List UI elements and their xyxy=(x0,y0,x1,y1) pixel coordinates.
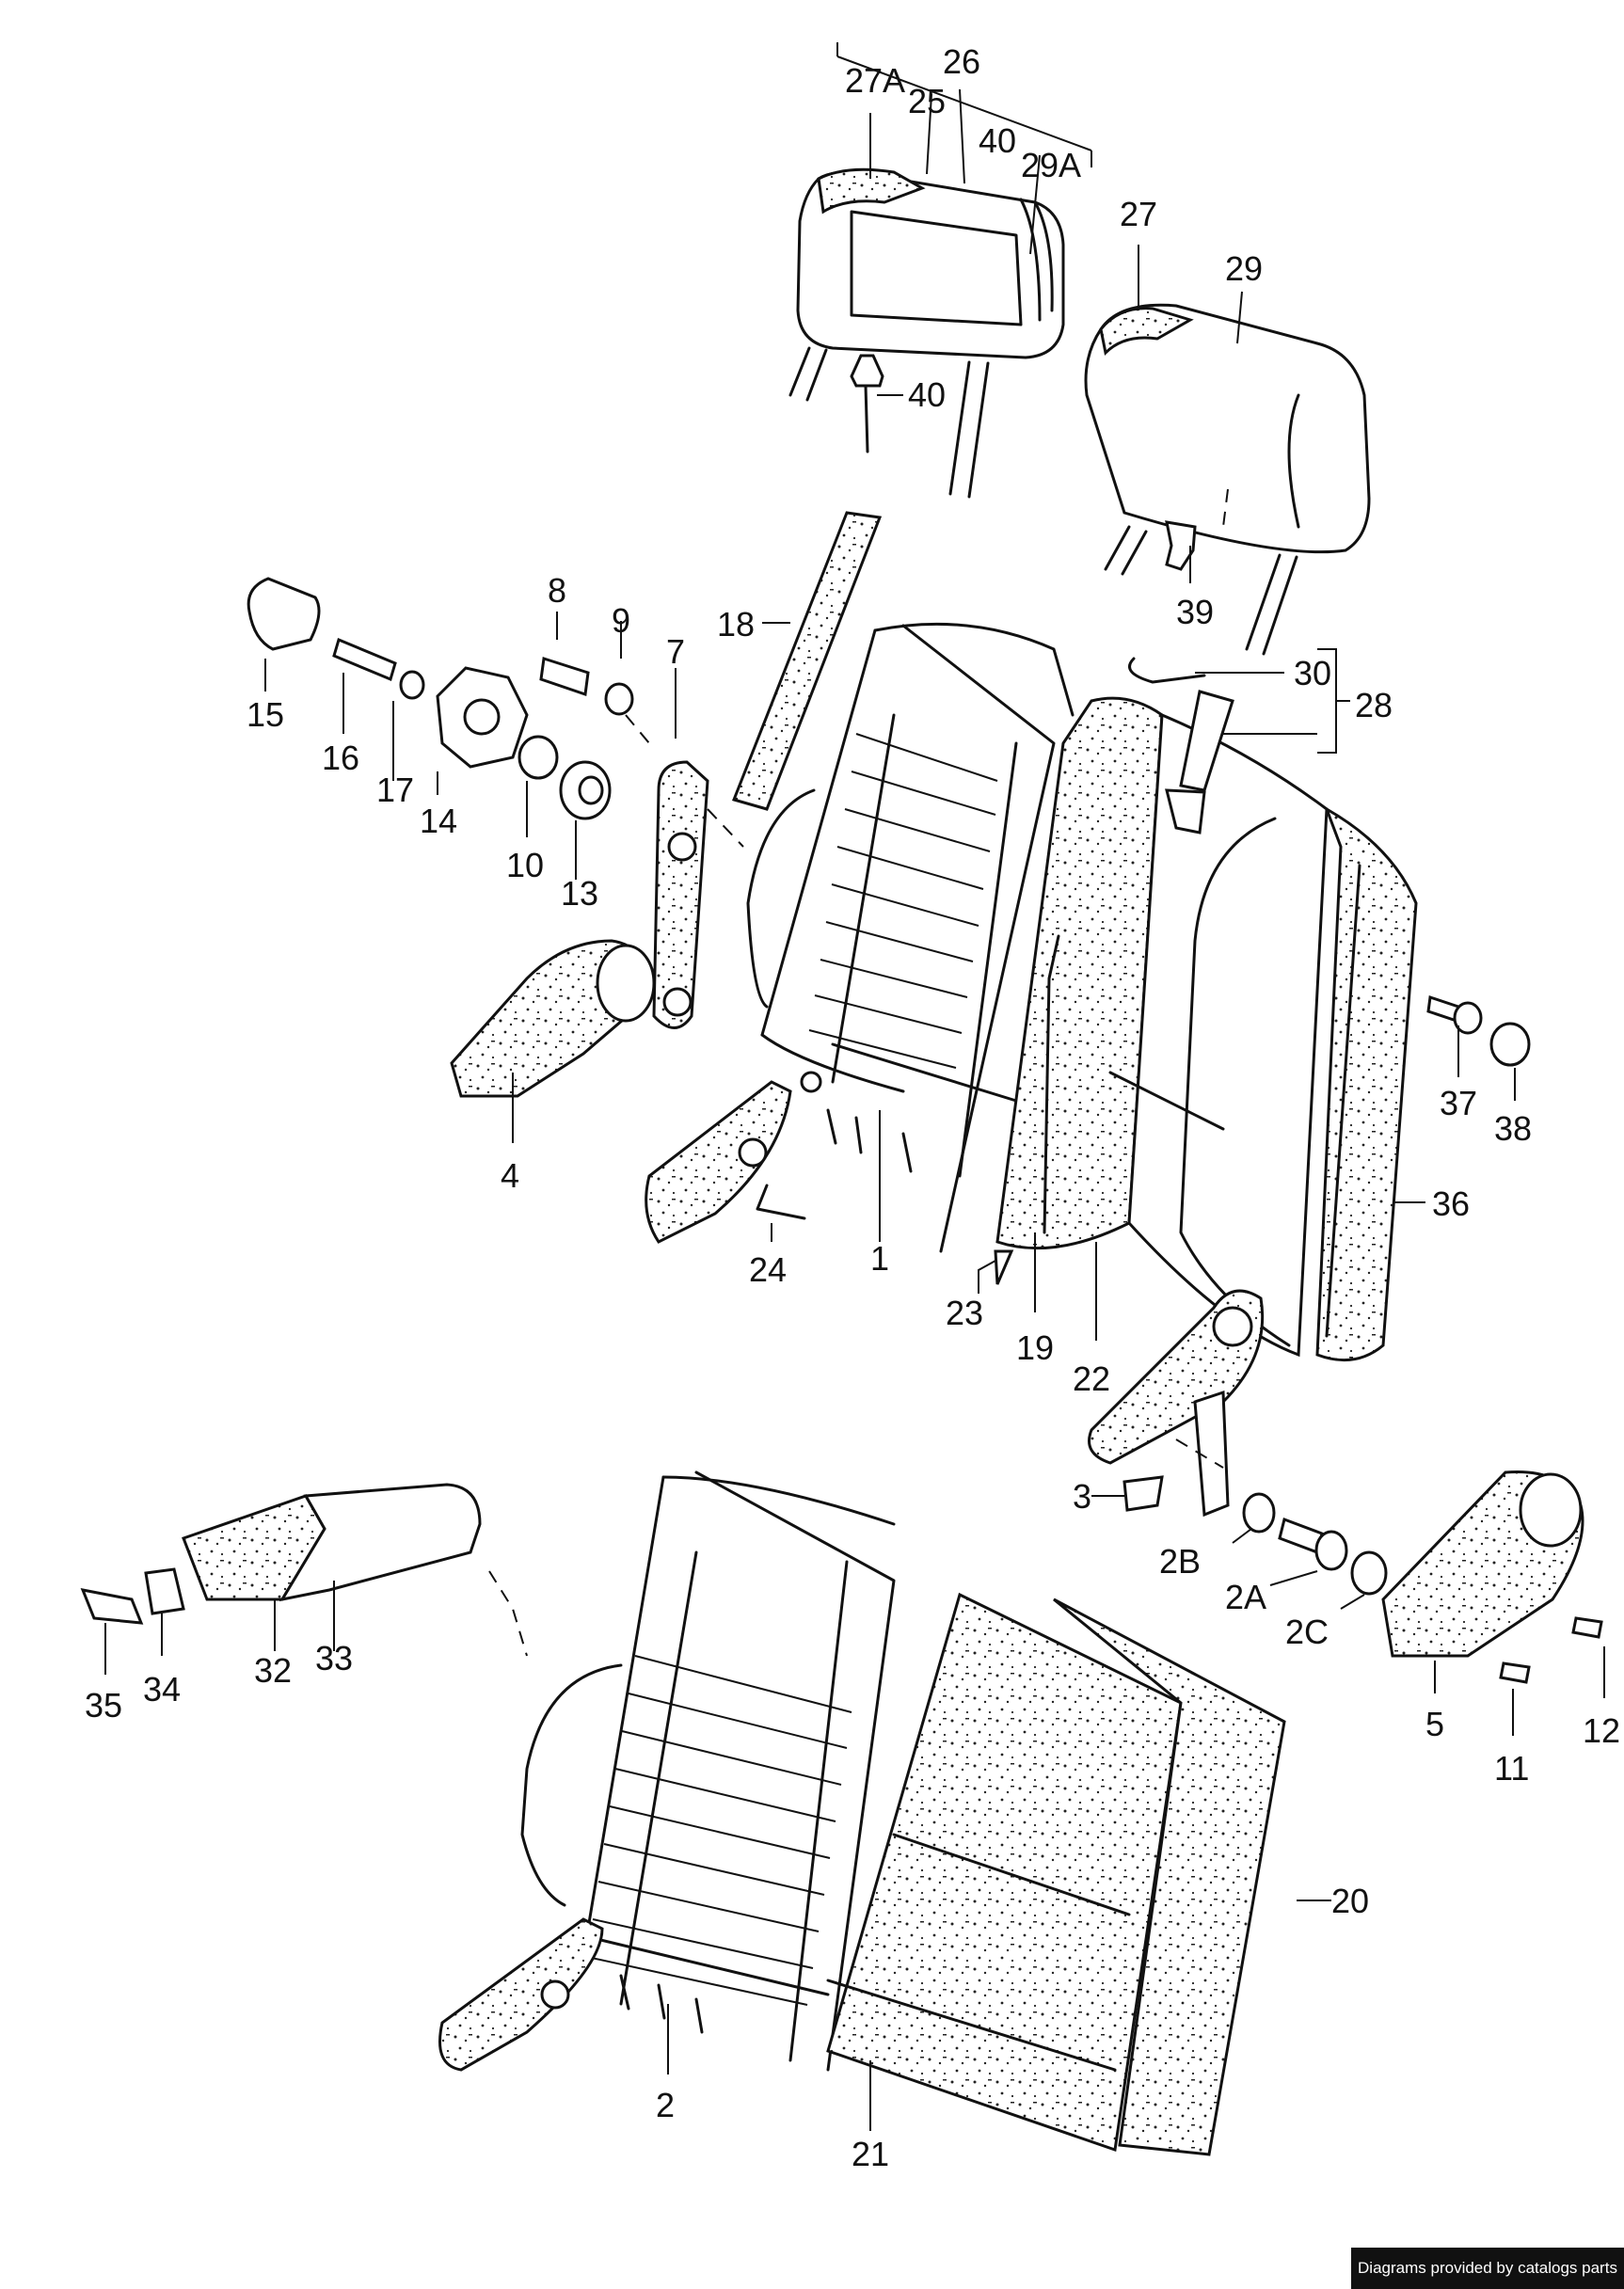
label-21: 21 xyxy=(852,2135,889,2173)
label-15: 15 xyxy=(247,695,284,734)
label-33: 33 xyxy=(315,1639,353,1677)
label-10: 10 xyxy=(506,846,544,884)
label-12: 12 xyxy=(1583,1711,1620,1750)
label-19: 19 xyxy=(1016,1328,1054,1367)
side-cover-20 xyxy=(1053,1598,1286,2156)
clip-24 xyxy=(756,1184,806,1220)
label-38: 38 xyxy=(1494,1109,1532,1148)
label-25: 25 xyxy=(908,82,946,120)
bolt-16 xyxy=(332,637,397,682)
clip-35 xyxy=(80,1588,144,1625)
label-11: 11 xyxy=(1494,1749,1529,1788)
label-14: 14 xyxy=(420,802,457,840)
bolt-2a xyxy=(1278,1518,1348,1571)
label-30: 30 xyxy=(1294,654,1331,692)
label-24: 24 xyxy=(749,1250,787,1289)
label-7: 7 xyxy=(666,632,685,671)
label-29a: 29A xyxy=(1021,146,1081,184)
trim-cover-5 xyxy=(1381,1470,1584,1658)
label-40b: 40 xyxy=(908,375,946,414)
label-9: 9 xyxy=(612,601,630,640)
label-27a: 27A xyxy=(845,61,905,100)
label-2a: 2A xyxy=(1225,1578,1266,1616)
handle-32-33 xyxy=(182,1483,482,1602)
backrest-cover-21 xyxy=(826,1592,1183,2153)
diagram-credit: Diagrams provided by catalogs parts xyxy=(1351,2248,1624,2289)
label-37: 37 xyxy=(1440,1084,1477,1122)
label-36: 36 xyxy=(1432,1184,1470,1223)
clip-23 xyxy=(994,1249,1014,1285)
label-20: 20 xyxy=(1331,1882,1369,1920)
headrest-rear xyxy=(1084,303,1371,656)
label-5: 5 xyxy=(1425,1705,1444,1743)
label-39: 39 xyxy=(1176,593,1214,631)
clip-30 xyxy=(1128,657,1206,684)
label-22: 22 xyxy=(1073,1359,1110,1398)
bush-13 xyxy=(559,760,612,820)
label-28: 28 xyxy=(1355,686,1393,724)
side-foam-18 xyxy=(731,511,883,811)
label-1: 1 xyxy=(870,1239,889,1278)
label-3: 3 xyxy=(1073,1477,1091,1516)
headrest-pin-40 xyxy=(850,354,884,453)
recliner-hinge-right xyxy=(1088,1289,1265,1465)
bush-2b xyxy=(1242,1492,1276,1534)
label-18: 18 xyxy=(717,605,755,644)
label-23: 23 xyxy=(946,1294,983,1332)
backrest-foam-22 xyxy=(995,696,1329,1358)
label-34: 34 xyxy=(143,1670,181,1709)
clip-3 xyxy=(1122,1475,1164,1512)
link-plate-right xyxy=(1193,1390,1230,1518)
label-16: 16 xyxy=(322,739,359,777)
guide-sleeve-28 xyxy=(1165,690,1234,835)
label-8: 8 xyxy=(548,571,566,610)
cap-38 xyxy=(1489,1022,1531,1067)
label-27: 27 xyxy=(1120,195,1157,233)
callout-labels: 26 27A 25 40 29A 40 27 29 39 18 30 28 8 … xyxy=(85,42,1620,2173)
label-4: 4 xyxy=(501,1156,519,1195)
label-17: 17 xyxy=(376,771,414,809)
pin-12 xyxy=(1571,1616,1603,1639)
label-2: 2 xyxy=(656,2086,675,2124)
backrest-frame-upper xyxy=(746,622,1075,1253)
label-35: 35 xyxy=(85,1686,122,1725)
pin-11 xyxy=(1499,1661,1531,1684)
side-cover-36 xyxy=(1315,805,1418,1362)
cap-2c xyxy=(1350,1550,1388,1596)
leader-lines xyxy=(104,42,1605,2131)
cap-15 xyxy=(247,577,321,651)
label-13: 13 xyxy=(561,874,598,913)
headrest-front xyxy=(788,167,1065,499)
bolt-8 xyxy=(539,657,590,697)
bracket-4 xyxy=(450,939,656,1098)
label-29: 29 xyxy=(1225,249,1263,288)
headrest-guide-39 xyxy=(1165,520,1197,571)
label-32: 32 xyxy=(254,1651,292,1690)
screw-37 xyxy=(1426,995,1483,1035)
label-2c: 2C xyxy=(1285,1613,1329,1651)
washer-9 xyxy=(604,682,634,716)
backrest-frame-lower xyxy=(438,1470,896,2072)
label-26: 26 xyxy=(943,42,980,81)
bush-10 xyxy=(517,735,559,780)
wire-19 xyxy=(1043,934,1060,1234)
recliner-hinge-left xyxy=(645,1080,792,1244)
washer-17 xyxy=(399,670,425,700)
knob-14 xyxy=(436,666,529,769)
clip-34 xyxy=(144,1567,185,1615)
label-40a: 40 xyxy=(979,121,1016,160)
label-2b: 2B xyxy=(1159,1542,1201,1581)
lever-7 xyxy=(652,760,709,1029)
